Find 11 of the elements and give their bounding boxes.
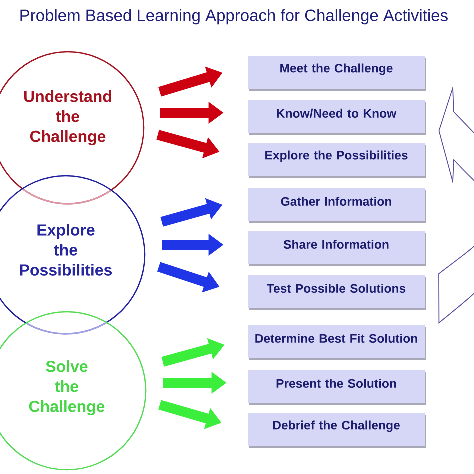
step-box: Debrief the Challenge	[248, 413, 426, 448]
step-box: Present the Solution	[248, 370, 426, 406]
step-box: Determine Best Fit Solution	[248, 325, 426, 360]
step-box: Meet the Challenge	[248, 56, 426, 92]
step-box: Know/Need to Know	[248, 100, 426, 136]
step-box: Explore the Possibilities	[248, 143, 426, 178]
title: Problem Based Learning Approach for Challenge Activities	[20, 9, 448, 25]
step-box: Gather Information	[248, 188, 426, 224]
step-box: Test Possible Solutions	[248, 275, 426, 310]
curved-arrow	[438, 88, 474, 324]
step-box: Share Information	[248, 231, 426, 266]
